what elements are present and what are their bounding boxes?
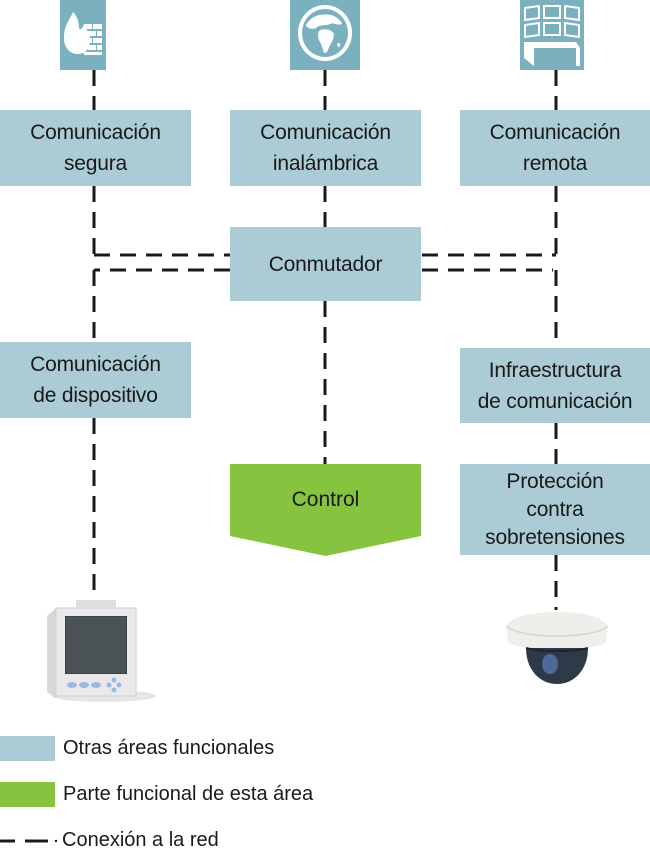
box-label: de comunicación (477, 389, 633, 413)
globe-icon (290, 0, 360, 70)
legend-label: Conexión a la red (62, 829, 219, 851)
legend-dashed-line (0, 828, 58, 853)
control-arrow-shape (230, 464, 421, 556)
firewall-icon (60, 0, 106, 70)
box-label: inalámbrica (272, 152, 379, 175)
box-label: segura (63, 152, 127, 175)
remote-communication-box: Comunicación remota (460, 110, 650, 186)
box-label: Infraestructura (488, 358, 622, 382)
communication-infrastructure-box: Infraestructura de comunicación (460, 348, 650, 423)
wireless-communication-box: Comunicación inalámbrica (230, 110, 421, 186)
box-label: Conmutador (268, 252, 383, 276)
box-label: remota (522, 152, 588, 175)
legend-item-network-connection: Conexión a la red (0, 828, 219, 853)
power-meter-device (42, 596, 157, 706)
box-label: contra (526, 497, 584, 521)
box-label: Comunicación (489, 121, 621, 144)
monitor-wall-icon (520, 0, 584, 70)
device-communication-box: Comunicación de dispositivo (0, 342, 191, 418)
legend-label: Otras áreas funcionales (63, 737, 275, 759)
legend-label: Parte funcional de esta área (63, 783, 314, 805)
control-arrow: Control (230, 464, 421, 556)
dome-camera-device (502, 608, 612, 688)
control-label: Control (291, 488, 360, 511)
legend-item-other-areas: Otras áreas funcionales (0, 736, 274, 761)
box-label: Comunicación (30, 121, 161, 144)
box-label: Protección (506, 469, 604, 493)
switch-box: Conmutador (230, 227, 421, 301)
surge-protection-box: Protección contra sobretensiones (460, 464, 650, 555)
legend-item-this-area: Parte funcional de esta área (0, 782, 313, 807)
box-label: sobretensiones (485, 525, 625, 549)
box-label: de dispositivo (33, 384, 158, 407)
legend-swatch-blue (0, 736, 55, 761)
legend-swatch-green (0, 782, 55, 807)
secure-communication-box: Comunicación segura (0, 110, 191, 186)
box-label: Comunicación (30, 353, 161, 376)
box-label: Comunicación (260, 121, 391, 144)
